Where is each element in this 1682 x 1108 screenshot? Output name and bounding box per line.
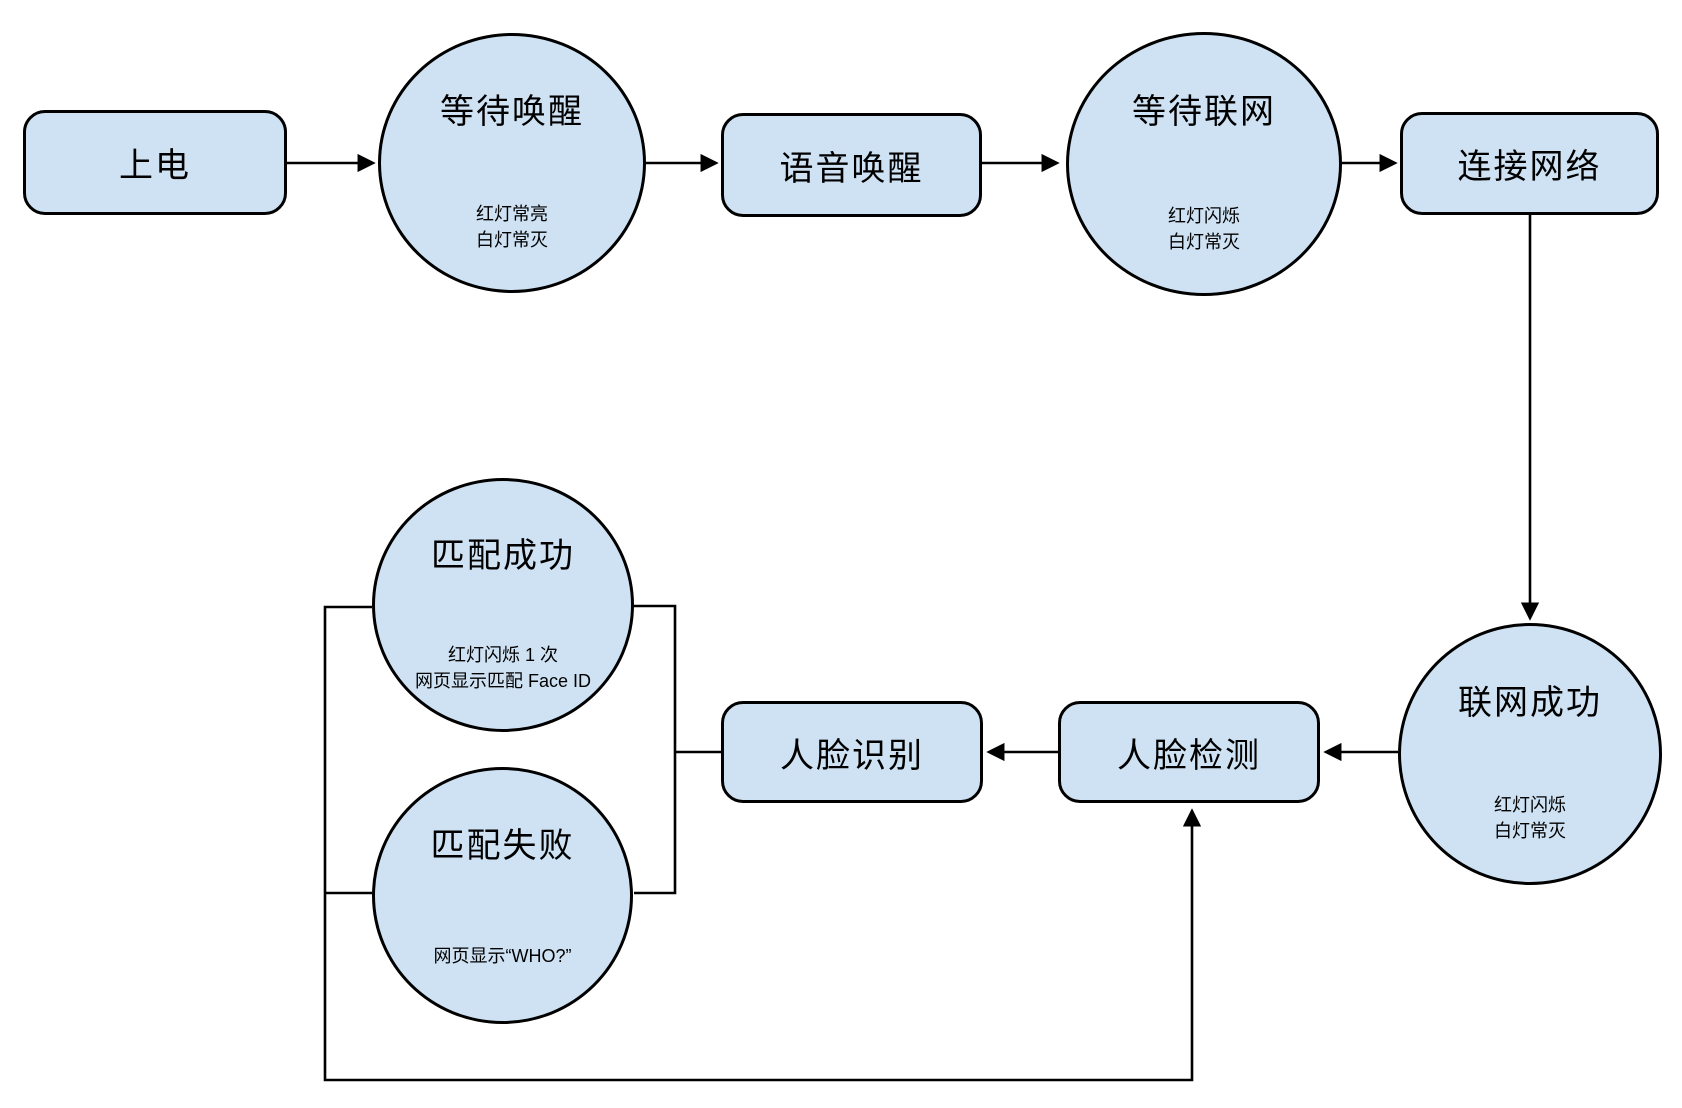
node-wait-network-status: 红灯闪烁 白灯常灭	[1168, 205, 1240, 252]
node-match-success-label: 匹配成功	[431, 537, 575, 576]
node-face-recognition: 人脸识别	[721, 701, 983, 803]
node-network-success: 联网成功 红灯闪烁 白灯常灭	[1398, 623, 1662, 885]
edge-recognition-bracket	[634, 604, 677, 895]
node-match-fail: 匹配失败 网页显示“WHO?”	[372, 767, 633, 1024]
node-connect-network: 连接网络	[1400, 112, 1659, 215]
node-network-success-status: 红灯闪烁 白灯常灭	[1494, 795, 1566, 842]
node-match-fail-status: 网页显示“WHO?”	[433, 946, 572, 967]
node-face-detection: 人脸检测	[1058, 701, 1320, 803]
node-voice-wake: 语音唤醒	[721, 113, 982, 217]
node-power-on-label: 上电	[119, 147, 191, 185]
node-power-on: 上电	[23, 110, 287, 215]
node-match-success: 匹配成功 红灯闪烁 1 次 网页显示匹配 Face ID	[372, 478, 634, 732]
node-wait-wake-label: 等待唤醒	[440, 93, 584, 132]
node-wait-network: 等待联网 红灯闪烁 白灯常灭	[1066, 32, 1342, 296]
node-wait-wake-status: 红灯常亮 白灯常灭	[476, 204, 548, 251]
node-wait-wake: 等待唤醒 红灯常亮 白灯常灭	[378, 33, 646, 293]
node-match-fail-label: 匹配失败	[430, 826, 575, 865]
node-network-success-label: 联网成功	[1458, 683, 1602, 722]
node-wait-network-label: 等待联网	[1132, 93, 1276, 132]
node-voice-wake-label: 语音唤醒	[779, 149, 924, 188]
node-connect-network-label: 连接网络	[1457, 148, 1602, 186]
node-face-detection-label: 人脸检测	[1117, 736, 1261, 775]
node-match-success-status: 红灯闪烁 1 次 网页显示匹配 Face ID	[414, 645, 592, 692]
node-face-recognition-label: 人脸识别	[780, 736, 924, 775]
edge-loop-to-detection	[323, 605, 1202, 1082]
